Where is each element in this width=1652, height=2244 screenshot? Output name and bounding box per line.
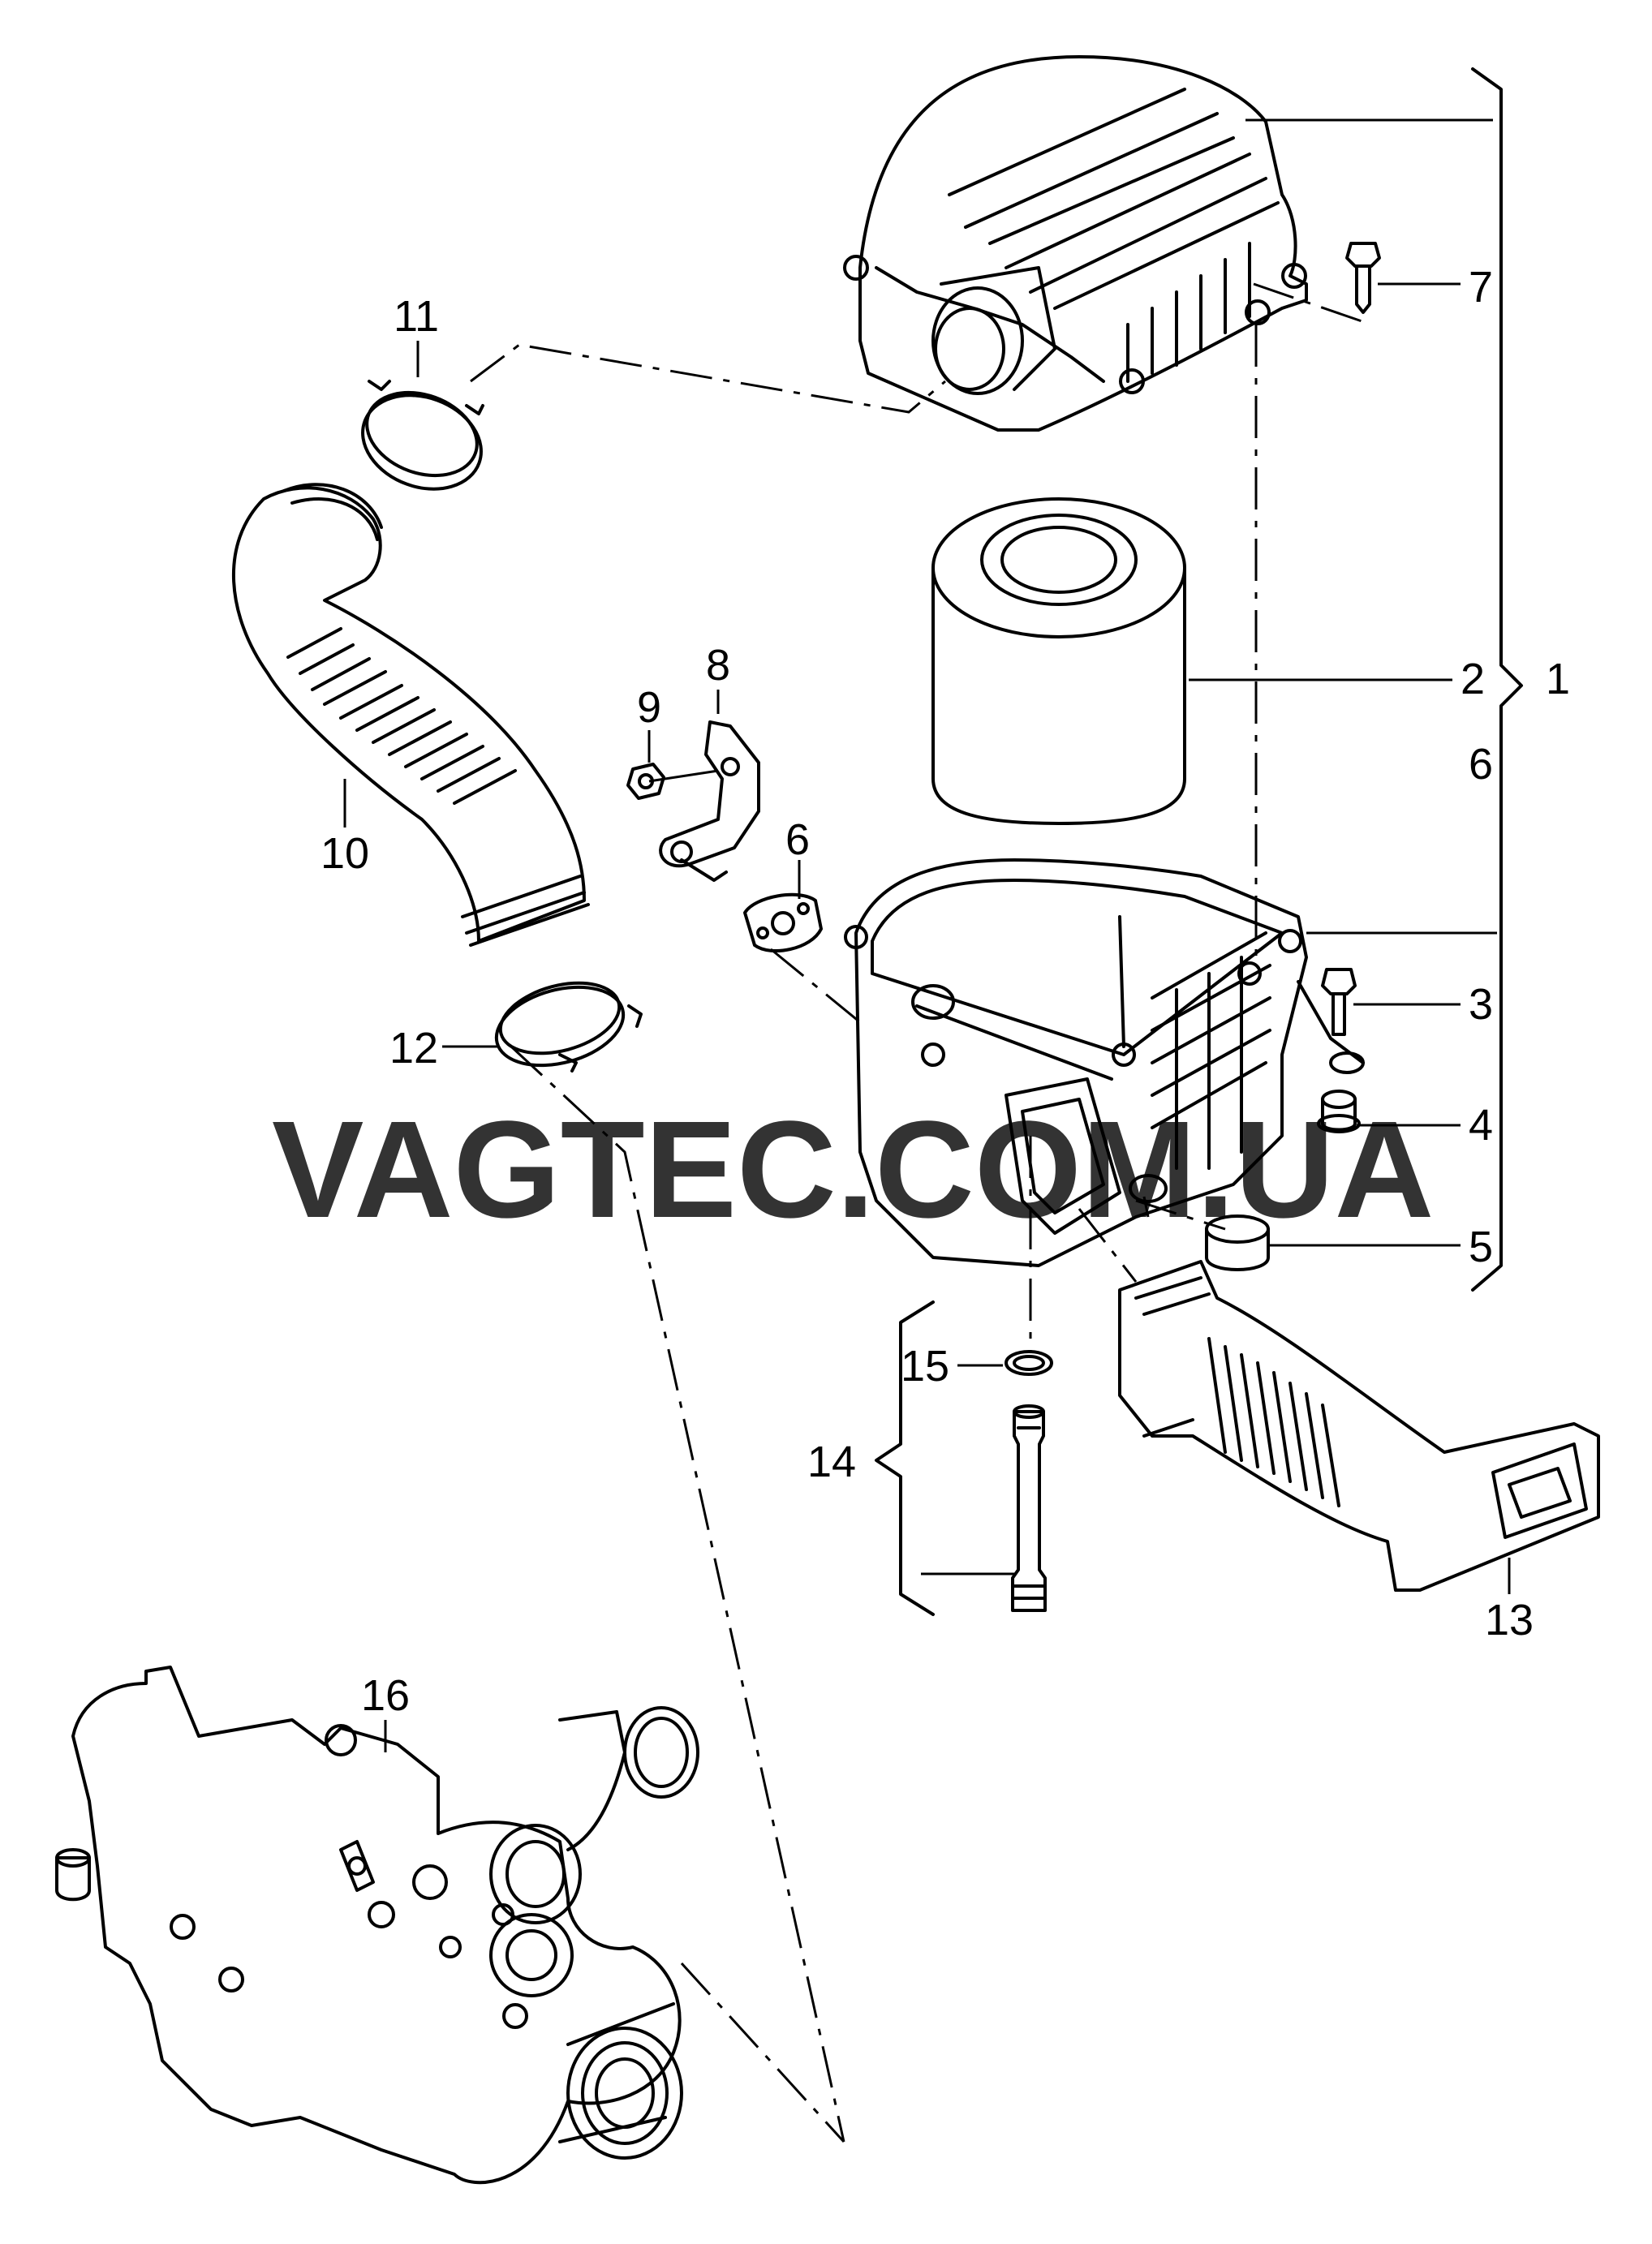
callout-14: 14 xyxy=(807,1438,856,1486)
drain-pipe-14 xyxy=(1005,1350,1053,1612)
air-filter-lower-housing xyxy=(844,858,1365,1267)
callout-2: 2 xyxy=(1461,655,1485,703)
callout-11: 11 xyxy=(394,292,439,341)
intake-duct-13 xyxy=(1118,1260,1600,1592)
callout-10: 10 xyxy=(321,829,369,878)
hose-clamp-12 xyxy=(494,981,643,1073)
air-filter-upper-housing xyxy=(843,55,1308,432)
callout-13: 13 xyxy=(1485,1596,1534,1644)
intake-hose-10 xyxy=(232,483,590,947)
callout-5: 5 xyxy=(1469,1223,1493,1271)
leader-lines xyxy=(343,118,1511,1752)
flange-6 xyxy=(743,892,823,952)
brace-group-14 xyxy=(875,1300,935,1616)
callout-15: 15 xyxy=(901,1342,949,1391)
bracket-8 xyxy=(659,720,760,882)
callout-labels: 1 2 3 4 5 6 6 7 8 9 10 11 12 13 14 15 16 xyxy=(321,263,1570,1720)
nut-9 xyxy=(626,763,665,800)
callout-3: 3 xyxy=(1469,980,1493,1029)
callout-1: 1 xyxy=(1546,655,1570,703)
callout-6: 6 xyxy=(785,815,810,864)
callout-8: 8 xyxy=(706,641,730,690)
rubber-mount-4 xyxy=(1317,1090,1361,1133)
watermark-text: VAGTEC.COM.UA xyxy=(272,1093,1434,1247)
callout-9: 9 xyxy=(637,683,661,732)
callout-4: 4 xyxy=(1469,1101,1493,1150)
callout-7: 7 xyxy=(1469,263,1493,312)
brace-group-1 xyxy=(1471,67,1523,1292)
hose-clamp-11 xyxy=(361,380,484,491)
screw-7 xyxy=(1345,242,1381,314)
callout-6-right: 6 xyxy=(1469,740,1493,789)
dash-dot-lines xyxy=(470,282,1372,2143)
callout-16: 16 xyxy=(361,1671,410,1720)
filter-element xyxy=(931,497,1186,825)
turbocharger-16 xyxy=(55,1666,699,2185)
bolt-3 xyxy=(1321,968,1365,1074)
rubber-buffer-5 xyxy=(1205,1214,1270,1271)
callout-12: 12 xyxy=(389,1024,438,1073)
